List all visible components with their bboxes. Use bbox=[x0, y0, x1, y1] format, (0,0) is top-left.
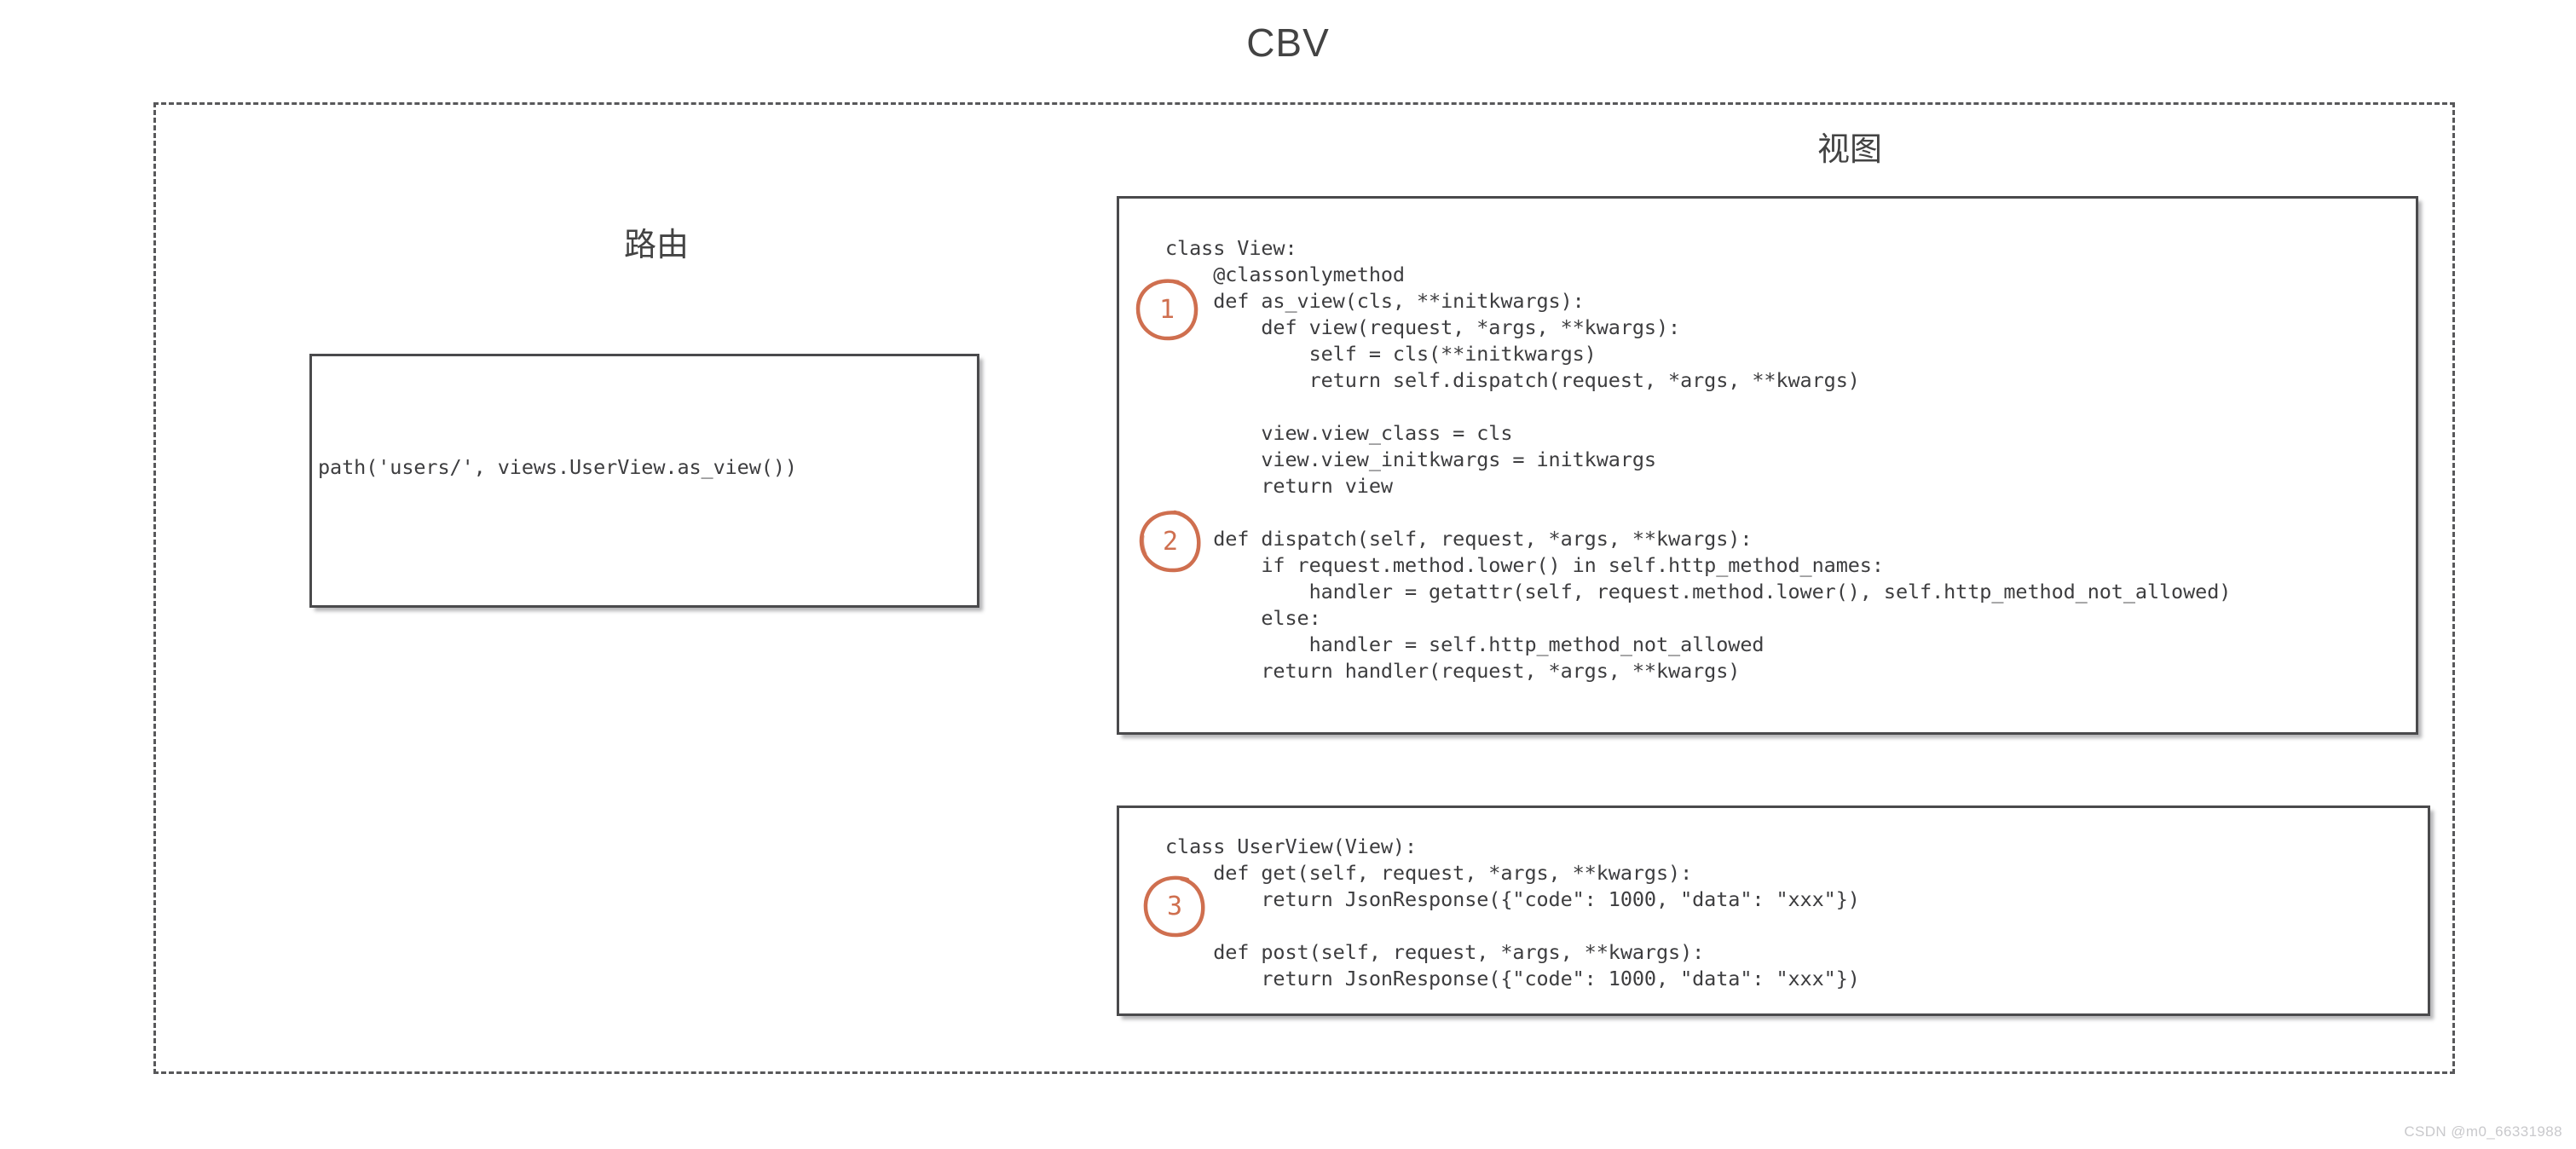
section-heading-view: 视图 bbox=[1816, 132, 1882, 168]
watermark: CSDN @m0_66331988 bbox=[2404, 1123, 2562, 1140]
outer-dashed-frame bbox=[153, 102, 2455, 1074]
circle-annotation-icon bbox=[1135, 279, 1198, 341]
step-marker-2-label: 2 bbox=[1162, 526, 1179, 557]
circle-annotation-icon bbox=[1143, 875, 1205, 938]
userview-code-panel bbox=[1117, 805, 2430, 1016]
step-marker-3-label: 3 bbox=[1166, 891, 1183, 921]
step-marker-3: 3 bbox=[1143, 875, 1206, 938]
section-heading-route: 路由 bbox=[623, 228, 689, 263]
step-marker-2: 2 bbox=[1139, 510, 1202, 573]
circle-annotation-icon bbox=[1139, 510, 1201, 573]
view-code-panel bbox=[1117, 196, 2418, 735]
userview-code-text: class UserView(View): def get(self, requ… bbox=[1165, 834, 1860, 990]
step-marker-1-label: 1 bbox=[1158, 294, 1175, 325]
view-code-text: class View: @classonlymethod def as_view… bbox=[1165, 236, 2232, 683]
route-code-panel bbox=[309, 354, 979, 608]
step-marker-1: 1 bbox=[1135, 278, 1198, 341]
route-code-text: path('users/', views.UserView.as_view()) bbox=[318, 455, 797, 479]
page-title: CBV bbox=[1246, 20, 1330, 65]
